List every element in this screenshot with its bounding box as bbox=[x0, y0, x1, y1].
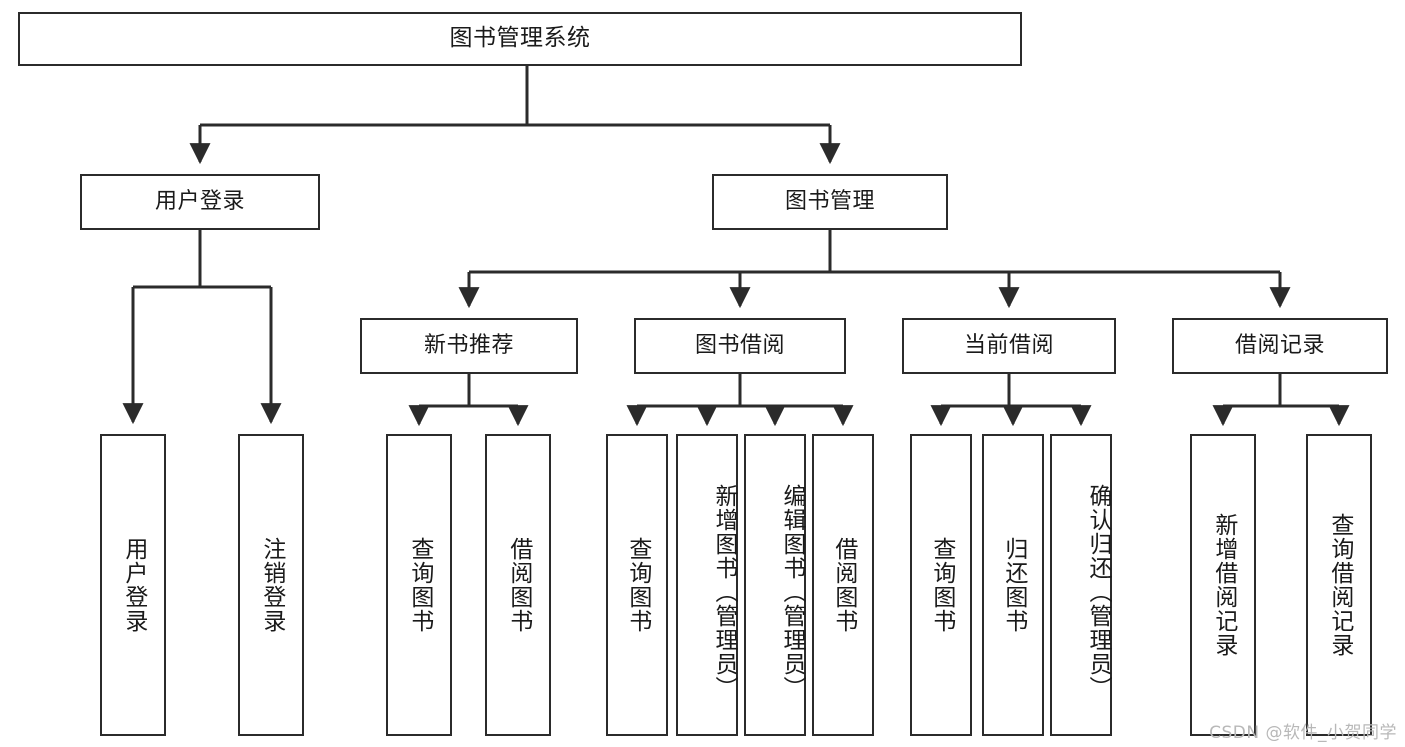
node-leaf-borrow-book-1-label: 借阅图书 bbox=[505, 537, 532, 633]
csdn-watermark: CSDN @软件_小贺同学 bbox=[1209, 723, 1397, 743]
node-leaf-user-login-label: 用户登录 bbox=[120, 537, 147, 633]
node-borrow-record[interactable]: 借阅记录 bbox=[1172, 318, 1388, 374]
node-leaf-user-login[interactable]: 用户登录 bbox=[100, 434, 166, 736]
node-leaf-query-book-1-label: 查询图书 bbox=[406, 537, 433, 633]
node-leaf-borrow-book-2[interactable]: 借阅图书 bbox=[812, 434, 874, 736]
node-leaf-query-record-label: 查询借阅记录 bbox=[1326, 513, 1353, 657]
node-leaf-query-book-3[interactable]: 查询图书 bbox=[910, 434, 972, 736]
node-leaf-add-record[interactable]: 新增借阅记录 bbox=[1190, 434, 1256, 736]
node-leaf-logout-label: 注销登录 bbox=[258, 537, 285, 633]
node-leaf-add-book[interactable]: 新增图书（管理员） bbox=[676, 434, 738, 736]
node-root-label: 图书管理系统 bbox=[449, 25, 591, 52]
node-new-book-recommend[interactable]: 新书推荐 bbox=[360, 318, 578, 374]
node-root[interactable]: 图书管理系统 bbox=[18, 12, 1022, 66]
node-current-borrow[interactable]: 当前借阅 bbox=[902, 318, 1116, 374]
node-leaf-query-record[interactable]: 查询借阅记录 bbox=[1306, 434, 1372, 736]
node-current-borrow-label: 当前借阅 bbox=[963, 332, 1054, 358]
node-leaf-add-book-label: 新增图书（管理员） bbox=[711, 484, 737, 700]
node-leaf-borrow-book-2-label: 借阅图书 bbox=[830, 537, 857, 633]
node-leaf-query-book-1[interactable]: 查询图书 bbox=[386, 434, 452, 736]
node-leaf-confirm-return-label: 确认归还（管理员） bbox=[1085, 484, 1111, 700]
node-borrow-record-label: 借阅记录 bbox=[1234, 332, 1325, 358]
node-leaf-return-book[interactable]: 归还图书 bbox=[982, 434, 1044, 736]
node-book-manage-label: 图书管理 bbox=[784, 188, 875, 214]
node-leaf-confirm-return[interactable]: 确认归还（管理员） bbox=[1050, 434, 1112, 736]
node-user-login[interactable]: 用户登录 bbox=[80, 174, 320, 230]
node-leaf-query-book-2[interactable]: 查询图书 bbox=[606, 434, 668, 736]
node-leaf-borrow-book-1[interactable]: 借阅图书 bbox=[485, 434, 551, 736]
node-leaf-add-record-label: 新增借阅记录 bbox=[1210, 513, 1237, 657]
node-new-book-recommend-label: 新书推荐 bbox=[423, 332, 514, 358]
node-user-login-label: 用户登录 bbox=[154, 188, 245, 214]
node-leaf-edit-book-label: 编辑图书（管理员） bbox=[779, 484, 805, 700]
node-book-borrow[interactable]: 图书借阅 bbox=[634, 318, 846, 374]
node-leaf-query-book-3-label: 查询图书 bbox=[928, 537, 955, 633]
node-leaf-logout[interactable]: 注销登录 bbox=[238, 434, 304, 736]
node-leaf-query-book-2-label: 查询图书 bbox=[624, 537, 651, 633]
node-leaf-return-book-label: 归还图书 bbox=[1000, 537, 1027, 633]
node-book-manage[interactable]: 图书管理 bbox=[712, 174, 948, 230]
node-book-borrow-label: 图书借阅 bbox=[694, 332, 785, 358]
node-leaf-edit-book[interactable]: 编辑图书（管理员） bbox=[744, 434, 806, 736]
